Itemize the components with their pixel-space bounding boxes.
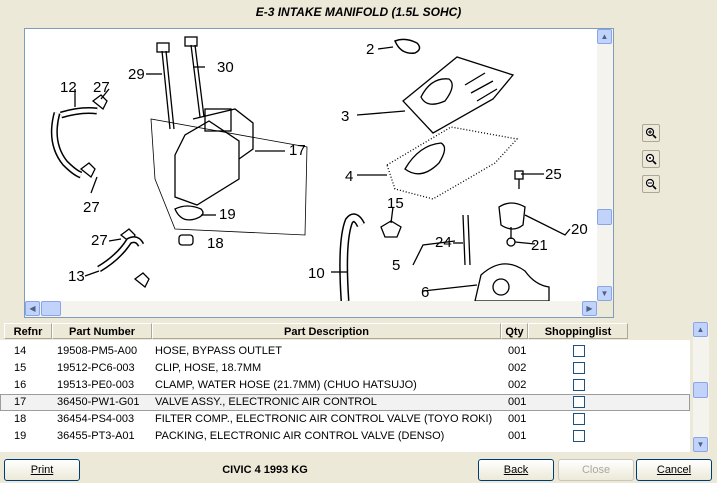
qty-cell: 001 bbox=[508, 430, 527, 442]
zoom-reset-button[interactable] bbox=[642, 150, 660, 168]
svg-text:17: 17 bbox=[289, 142, 306, 159]
scroll-right-icon[interactable]: ▶ bbox=[582, 301, 597, 316]
col-shoppinglist[interactable]: Shoppinglist bbox=[528, 323, 628, 339]
part-number-cell: 36454-PS4-003 bbox=[57, 413, 135, 425]
col-part-number[interactable]: Part Number bbox=[52, 323, 152, 339]
table-row[interactable]: 16 19513-PE0-003 CLAMP, WATER HOSE (21.7… bbox=[0, 377, 690, 394]
scroll-up-icon[interactable]: ▲ bbox=[693, 322, 708, 337]
qty-cell: 001 bbox=[508, 345, 527, 357]
col-qty[interactable]: Qty bbox=[501, 323, 528, 339]
svg-text:29: 29 bbox=[128, 66, 145, 83]
table-row[interactable]: 18 36454-PS4-003 FILTER COMP., ELECTRONI… bbox=[0, 411, 690, 428]
zoom-in-button[interactable] bbox=[642, 124, 660, 142]
refnr-cell: 17 bbox=[14, 396, 27, 408]
close-label: Close bbox=[581, 464, 611, 476]
refnr-cell: 19 bbox=[14, 430, 27, 442]
part-number-cell: 19513-PE0-003 bbox=[57, 379, 135, 391]
scroll-left-icon[interactable]: ◀ bbox=[25, 301, 40, 316]
table-row-selected[interactable]: 17 36450-PW1-G01 VALVE ASSY., ELECTRONIC… bbox=[0, 394, 690, 411]
description-cell: HOSE, BYPASS OUTLET bbox=[155, 345, 282, 357]
description-cell: VALVE ASSY., ELECTRONIC AIR CONTROL bbox=[155, 396, 377, 408]
diagram-horizontal-scrollbar[interactable]: ◀ ▶ bbox=[25, 301, 597, 317]
table-vscroll-thumb[interactable] bbox=[693, 382, 708, 398]
svg-text:6: 6 bbox=[421, 284, 429, 301]
table-header: Refnr Part Number Part Description Qty S… bbox=[0, 322, 690, 340]
svg-text:15: 15 bbox=[387, 195, 404, 212]
parts-table: Refnr Part Number Part Description Qty S… bbox=[0, 322, 690, 452]
col-description[interactable]: Part Description bbox=[152, 323, 501, 339]
zoom-out-icon bbox=[645, 178, 657, 190]
zoom-in-icon bbox=[645, 127, 657, 139]
scroll-down-icon[interactable]: ▼ bbox=[693, 437, 708, 452]
svg-text:19: 19 bbox=[219, 206, 236, 223]
parts-diagram: 2 3 4 29 30 12 27 17 27 19 18 27 13 25 1… bbox=[25, 29, 597, 301]
back-label: Back bbox=[503, 464, 529, 476]
diagram-vertical-scrollbar[interactable]: ▲ ▼ bbox=[597, 29, 613, 301]
svg-text:5: 5 bbox=[392, 257, 400, 274]
svg-text:18: 18 bbox=[207, 235, 224, 252]
refnr-cell: 16 bbox=[14, 379, 27, 391]
svg-text:20: 20 bbox=[571, 221, 588, 238]
svg-text:10: 10 bbox=[308, 265, 325, 282]
refnr-cell: 14 bbox=[14, 345, 27, 357]
table-row[interactable]: 19 36455-PT3-A01 PACKING, ELECTRONIC AIR… bbox=[0, 428, 690, 445]
svg-text:27: 27 bbox=[91, 232, 108, 249]
svg-text:25: 25 bbox=[545, 166, 562, 183]
qty-cell: 002 bbox=[508, 362, 527, 374]
svg-text:27: 27 bbox=[83, 199, 100, 216]
svg-text:21: 21 bbox=[531, 237, 548, 254]
svg-text:13: 13 bbox=[68, 268, 85, 285]
zoom-out-button[interactable] bbox=[642, 175, 660, 193]
shoppinglist-checkbox[interactable] bbox=[573, 413, 585, 425]
svg-text:3: 3 bbox=[341, 108, 349, 125]
shoppinglist-checkbox[interactable] bbox=[573, 396, 585, 408]
shoppinglist-checkbox[interactable] bbox=[573, 345, 585, 357]
scroll-up-icon[interactable]: ▲ bbox=[597, 29, 612, 44]
description-cell: FILTER COMP., ELECTRONIC AIR CONTROL VAL… bbox=[155, 413, 493, 425]
svg-text:2: 2 bbox=[366, 41, 374, 58]
scroll-corner bbox=[597, 301, 613, 317]
part-number-cell: 36455-PT3-A01 bbox=[57, 430, 135, 442]
part-number-cell: 19508-PM5-A00 bbox=[57, 345, 138, 357]
qty-cell: 001 bbox=[508, 413, 527, 425]
shoppinglist-checkbox[interactable] bbox=[573, 379, 585, 391]
col-refnr[interactable]: Refnr bbox=[4, 323, 52, 339]
qty-cell: 002 bbox=[508, 379, 527, 391]
svg-text:12: 12 bbox=[60, 79, 77, 96]
footer-bar: Print CIVIC 4 1993 KG Back Close Cancel bbox=[0, 458, 717, 483]
scroll-down-icon[interactable]: ▼ bbox=[597, 286, 612, 301]
window-title: E-3 INTAKE MANIFOLD (1.5L SOHC) bbox=[255, 5, 462, 19]
print-button[interactable]: Print bbox=[4, 459, 80, 481]
refnr-cell: 18 bbox=[14, 413, 27, 425]
diagram-drawing: 2 3 4 29 30 12 27 17 27 19 18 27 13 25 1… bbox=[50, 36, 588, 301]
description-cell: PACKING, ELECTRONIC AIR CONTROL VALVE (D… bbox=[155, 430, 445, 442]
table-row[interactable]: 14 19508-PM5-A00 HOSE, BYPASS OUTLET 001 bbox=[0, 343, 690, 360]
table-vertical-scrollbar[interactable]: ▲ ▼ bbox=[693, 322, 709, 452]
diagram-hscroll-thumb[interactable] bbox=[41, 301, 61, 316]
refnr-cell: 15 bbox=[14, 362, 27, 374]
print-label: Print bbox=[30, 464, 54, 476]
description-cell: CLIP, HOSE, 18.7MM bbox=[155, 362, 262, 374]
description-cell: CLAMP, WATER HOSE (21.7MM) (CHUO HATSUJO… bbox=[155, 379, 417, 391]
close-button[interactable]: Close bbox=[558, 459, 634, 481]
qty-cell: 001 bbox=[508, 396, 527, 408]
zoom-reset-icon bbox=[645, 153, 657, 165]
part-number-cell: 36450-PW1-G01 bbox=[57, 396, 140, 408]
back-button[interactable]: Back bbox=[478, 459, 554, 481]
svg-text:24: 24 bbox=[435, 234, 452, 251]
svg-text:4: 4 bbox=[345, 168, 353, 185]
shoppinglist-checkbox[interactable] bbox=[573, 362, 585, 374]
parts-diagram-viewer[interactable]: 2 3 4 29 30 12 27 17 27 19 18 27 13 25 1… bbox=[24, 28, 614, 318]
table-row[interactable]: 15 19512-PC6-003 CLIP, HOSE, 18.7MM 002 bbox=[0, 360, 690, 377]
svg-text:27: 27 bbox=[93, 79, 110, 96]
shoppinglist-checkbox[interactable] bbox=[573, 430, 585, 442]
vehicle-status: CIVIC 4 1993 KG bbox=[222, 464, 308, 476]
part-number-cell: 19512-PC6-003 bbox=[57, 362, 135, 374]
diagram-vscroll-thumb[interactable] bbox=[597, 209, 612, 225]
cancel-label: Cancel bbox=[656, 464, 692, 476]
cancel-button[interactable]: Cancel bbox=[636, 459, 712, 481]
svg-text:30: 30 bbox=[217, 59, 234, 76]
